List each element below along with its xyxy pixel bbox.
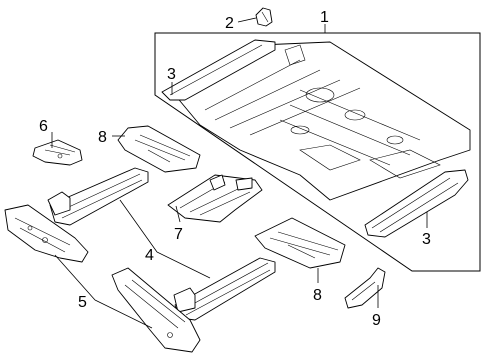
- assembly-frame: [154, 32, 481, 272]
- bracket-2: [255, 7, 273, 27]
- callout-7: 7: [174, 226, 183, 243]
- side-member-4-lower: [173, 257, 276, 321]
- callout-8-upper: 8: [98, 129, 107, 146]
- floor-panel-8-upper: [117, 125, 201, 173]
- callout-6: 6: [39, 118, 48, 135]
- floor-rail-left: [161, 39, 276, 101]
- callout-3-lower: 3: [422, 231, 431, 248]
- callout-9: 9: [372, 312, 381, 329]
- reinforcement-5-lower: [111, 267, 201, 353]
- floor-pan-main: [174, 41, 471, 201]
- crossmember-7: [167, 174, 263, 223]
- leader-lines: [51, 17, 428, 329]
- callout-5: 5: [78, 294, 87, 311]
- side-member-4-upper: [47, 167, 149, 226]
- reinforcement-5-upper: [4, 204, 89, 263]
- callout-8-lower: 8: [313, 287, 322, 304]
- bracket-9: [344, 267, 386, 309]
- callout-2: 2: [225, 15, 234, 32]
- bracket-6: [32, 139, 83, 166]
- callout-4: 4: [145, 247, 154, 264]
- floor-rail-right: [364, 169, 469, 238]
- callout-1: 1: [320, 9, 329, 26]
- callout-3-upper: 3: [167, 66, 176, 83]
- floor-panel-8-lower: [254, 217, 346, 269]
